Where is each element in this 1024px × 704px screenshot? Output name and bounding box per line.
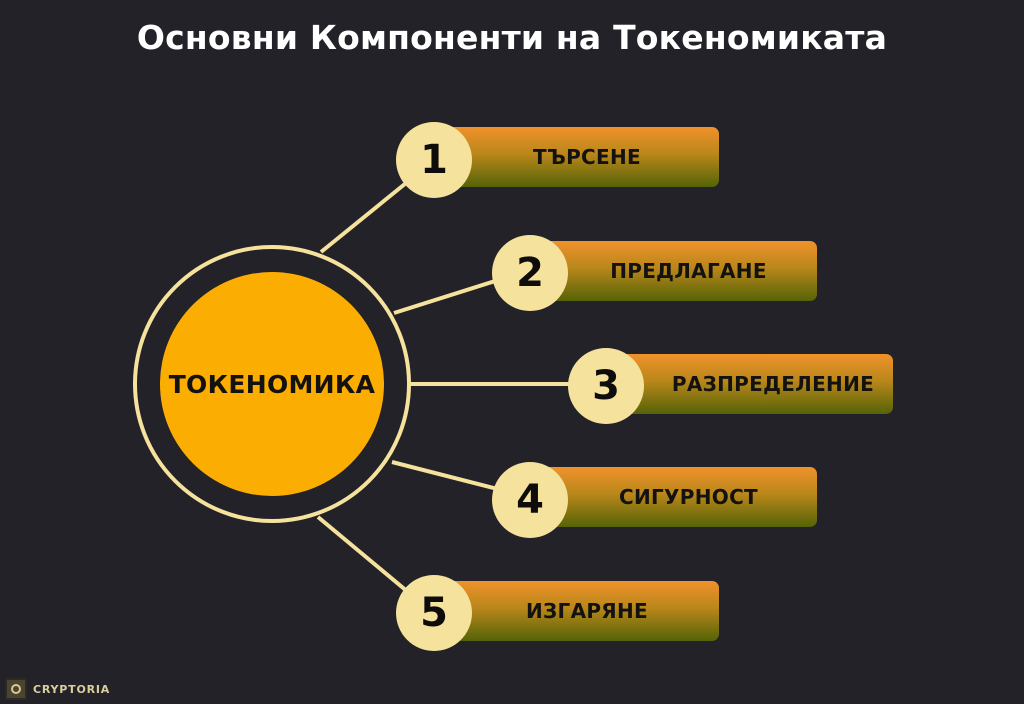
component-bar-1: ТЪРСЕНЕ	[445, 127, 719, 187]
center-node: ТОКЕНОМИКА	[160, 272, 384, 496]
badge-number: 5	[420, 590, 448, 636]
badge-number: 2	[516, 250, 544, 296]
component-bar-3: РАЗПРЕДЕЛЕНИЕ	[615, 354, 893, 414]
component-label: ТЪРСЕНЕ	[533, 145, 641, 169]
component-label: ИЗГАРЯНЕ	[525, 599, 649, 623]
number-badge-1: 1	[396, 122, 472, 198]
component-bar-5: ИЗГАРЯНЕ	[445, 581, 719, 641]
cryptoria-logo-icon	[5, 678, 27, 700]
brand-watermark: CRYPTORIA	[5, 677, 110, 701]
page-title: Основни Компоненти на Токеномиката	[136, 18, 888, 57]
number-badge-5: 5	[396, 575, 472, 651]
component-label: ПРЕДЛАГАНЕ	[610, 259, 767, 283]
component-label: РАЗПРЕДЕЛЕНИЕ	[671, 372, 875, 396]
number-badge-2: 2	[492, 235, 568, 311]
badge-number: 1	[420, 137, 448, 183]
component-bar-2: ПРЕДЛАГАНЕ	[540, 241, 817, 301]
component-label: СИГУРНОСТ	[619, 485, 758, 509]
component-bar-4: СИГУРНОСТ	[540, 467, 817, 527]
badge-number: 4	[516, 477, 544, 523]
center-label: ТОКЕНОМИКА	[168, 369, 376, 399]
number-badge-4: 4	[492, 462, 568, 538]
number-badge-3: 3	[568, 348, 644, 424]
badge-number: 3	[592, 363, 620, 409]
brand-name: CRYPTORIA	[33, 682, 111, 696]
